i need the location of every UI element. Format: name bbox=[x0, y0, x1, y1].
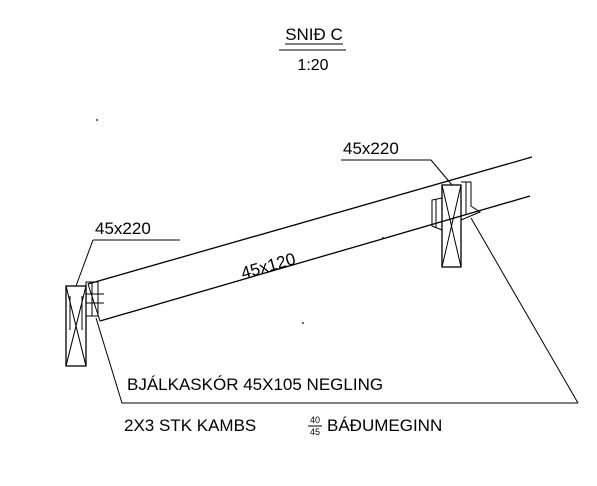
note-leader-right bbox=[470, 217, 579, 404]
right-hanger-right bbox=[460, 181, 482, 221]
note-line-2-prefix: 2X3 STK KAMBS bbox=[124, 416, 256, 435]
right-hanger-left bbox=[431, 197, 443, 231]
right-post-leader bbox=[430, 159, 453, 186]
right-post-label: 45x220 bbox=[343, 139, 399, 158]
left-post-label: 45x220 bbox=[95, 219, 151, 238]
section-title-block: SNIÐ C 1:20 bbox=[279, 25, 346, 74]
left-post-cross bbox=[65, 285, 87, 367]
rafter-bottom-edge bbox=[99, 195, 531, 322]
right-post-cross bbox=[441, 184, 462, 268]
rafter-top-edge bbox=[87, 156, 533, 285]
note-line-1: BJÁLKASKÓR 45X105 NEGLING bbox=[127, 375, 383, 394]
rafter-label: 45x120 bbox=[239, 249, 298, 283]
left-post: 45x220 bbox=[65, 219, 180, 367]
drawing-dot bbox=[302, 322, 304, 324]
hanger-note: BJÁLKASKÓR 45X105 NEGLING 2X3 STK KAMBS … bbox=[124, 375, 442, 437]
section-scale: 1:20 bbox=[297, 57, 328, 74]
drawing-dot bbox=[96, 119, 98, 121]
right-post: 45x220 bbox=[341, 139, 482, 268]
note-fraction-numerator: 40 bbox=[310, 415, 320, 425]
left-post-leader bbox=[75, 239, 94, 287]
note-fraction-denominator: 45 bbox=[310, 427, 320, 437]
note-line-2-suffix: BÁÐUMEGINN bbox=[327, 416, 442, 435]
note-leader-left bbox=[95, 317, 578, 404]
section-title: SNIÐ C bbox=[285, 25, 343, 44]
